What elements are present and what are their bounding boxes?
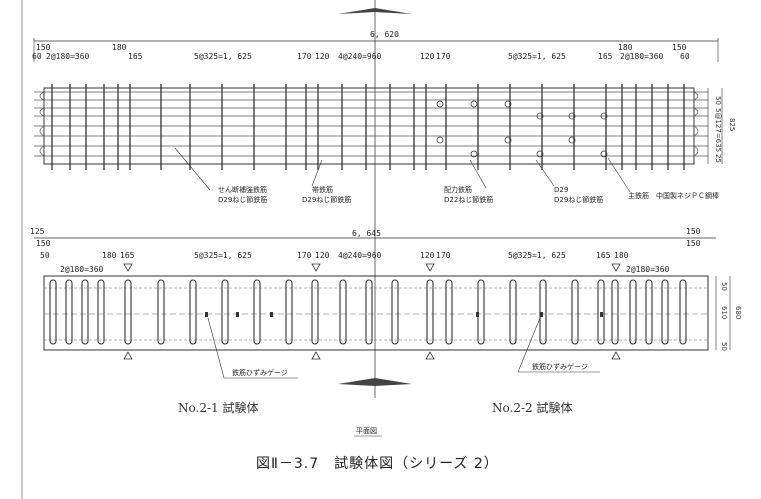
callout-main-2: D22ねじ節鉄筋 — [444, 195, 493, 204]
callout-shear-1: せん断補強鉄筋 — [218, 185, 267, 194]
bottom-dim-5at325-right: 5@325=1, 625 — [508, 251, 566, 260]
top-dim-150-left: 150 — [36, 43, 51, 52]
bottom-dim-150-right: 150 — [686, 239, 701, 248]
plan-label: 平面図 — [356, 427, 377, 435]
top-dim-170-left: 170 — [297, 52, 312, 61]
top-dim-120-right: 120 — [420, 52, 435, 61]
top-side-dim-50: 50 — [714, 96, 722, 105]
callout-shear-2: D29ねじ節鉄筋 — [218, 195, 267, 204]
top-dim-60-right: 60 — [680, 52, 690, 61]
bottom-dim-150-top-right: 150 — [686, 227, 701, 236]
top-dim-4at240: 4@240=960 — [338, 52, 382, 61]
bottom-dim-165-left: 165 — [120, 251, 135, 260]
bottom-dim-120-right: 120 — [420, 251, 435, 260]
top-side-dim-5at127: 5@127=635 — [714, 108, 722, 152]
bottom-total-length: 6, 645 — [352, 229, 381, 238]
top-dim-5at325-right: 5@325=1, 625 — [508, 52, 566, 61]
top-dim-120-left: 120 — [315, 52, 330, 61]
bottom-dim-4at240: 4@240=960 — [338, 251, 382, 260]
bottom-dim-2at180-left: 2@180=360 — [60, 265, 104, 274]
specimen-label-2-2: No.2-2 試験体 — [492, 400, 572, 415]
callout-gauge-right: 鉄筋ひずみゲージ — [532, 362, 588, 371]
bottom-dim-120-left: 120 — [315, 251, 330, 260]
callout-main-1: 配力鉄筋 — [444, 185, 472, 194]
top-dim-60-left: 60 — [32, 52, 42, 61]
bottom-dim-180-right: 180 — [614, 251, 629, 260]
callout-gauge-left: 鉄筋ひずみゲージ — [232, 368, 288, 377]
bottom-drawing: 6, 645 125 150 50 2@180=360 180 165 5@32… — [30, 227, 742, 379]
top-side-dim-825: 825 — [728, 118, 736, 131]
top-dim-5at325-left: 5@325=1, 625 — [194, 52, 252, 61]
bottom-side-dim-610: 610 — [720, 306, 728, 319]
bottom-side-dim-50-bottom: 50 — [720, 342, 728, 351]
specimen-label-2-1: No.2-1 試験体 — [178, 400, 258, 415]
callout-stirrup-1: 帯鉄筋 — [312, 185, 333, 194]
bottom-dim-2at180-right: 2@180=360 — [626, 265, 670, 274]
bottom-dim-180-left: 180 — [102, 251, 117, 260]
top-dim-180-left: 180 — [112, 43, 127, 52]
top-side-dim-25: 25 — [714, 154, 722, 163]
top-dim-170-right: 170 — [436, 52, 451, 61]
bottom-dim-150-left: 150 — [36, 239, 51, 248]
bottom-dim-170-right: 170 — [436, 251, 451, 260]
bottom-dim-170-left: 170 — [297, 251, 312, 260]
figure-caption: 図Ⅱ－3.7 試験体図（シリーズ 2） — [256, 456, 499, 472]
callout-d29-2: D29ねじ節鉄筋 — [554, 195, 603, 204]
bottom-dim-50-left: 50 — [40, 251, 50, 260]
callout-d29-1: D29 — [554, 186, 568, 194]
top-drawing: 6, 620 150 180 60 2@180=360 165 5@325=1,… — [32, 30, 736, 170]
top-total-length: 6, 620 — [370, 30, 399, 39]
top-dim-150-right: 150 — [672, 43, 687, 52]
top-dim-165-right: 165 — [598, 52, 613, 61]
bottom-dim-5at325-left: 5@325=1, 625 — [194, 251, 252, 260]
callouts: せん断補強鉄筋 D29ねじ節鉄筋 帯鉄筋 D29ねじ節鉄筋 配力鉄筋 D22ねじ… — [174, 147, 719, 204]
bottom-side-dim-680: 680 — [734, 306, 742, 319]
top-dim-180-right: 180 — [618, 43, 633, 52]
top-dim-2at180-left: 2@180=360 — [46, 52, 90, 61]
bottom-dim-165-right: 165 — [596, 251, 611, 260]
callout-stirrup-2: D29ねじ節鉄筋 — [302, 195, 351, 204]
bottom-side-dim-50-top: 50 — [720, 282, 728, 291]
callout-pc: 主鉄筋 中国製ネジＰＣ鋼棒 — [628, 191, 719, 200]
bottom-dim-125: 125 — [30, 227, 45, 236]
top-dim-165-left: 165 — [128, 52, 143, 61]
top-dim-2at180-right: 2@180=360 — [620, 52, 664, 61]
